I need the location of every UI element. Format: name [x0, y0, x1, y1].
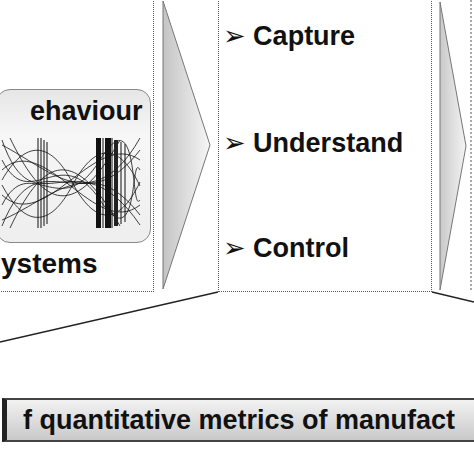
dense-band [47, 142, 48, 224]
dense-band [105, 138, 111, 228]
bullet-item: ➢ Control [223, 233, 349, 264]
bullet-item: ➢ Capture [223, 21, 355, 52]
dense-band [96, 138, 101, 228]
trajectory-curve [2, 160, 140, 218]
band-label: f quantitative metrics of manufact [23, 405, 455, 436]
zoom-line [0, 292, 218, 342]
trajectory-curve [10, 170, 120, 228]
dense-band [112, 138, 113, 228]
box-heading: ehaviour [30, 96, 143, 127]
chevron-arrow [163, 1, 210, 289]
dense-band [114, 140, 118, 226]
behaviour-box: ehaviour [0, 89, 151, 243]
dense-band [125, 144, 126, 222]
trajectory-curve [2, 140, 140, 225]
trajectory-curve [2, 161, 140, 212]
trajectory-curve [2, 153, 140, 217]
trajectory-curve [2, 150, 140, 215]
chevron-arrow [440, 2, 466, 290]
process-box: ➢ Capture ➢ Understand ➢ Control [218, 0, 432, 292]
box-label: ystems [1, 248, 98, 280]
zoom-line [432, 292, 474, 302]
dense-band [103, 138, 104, 228]
dense-band [38, 138, 39, 228]
trajectory-curve [2, 141, 140, 205]
bullet-item: ➢ Understand [223, 128, 403, 159]
trajectory-curve [2, 154, 140, 204]
box-border [471, 0, 472, 292]
dense-band [41, 138, 42, 228]
metrics-band: f quantitative metrics of manufact [2, 398, 474, 442]
dense-band [44, 140, 45, 226]
trajectory-curve [2, 145, 140, 184]
trajectory-curve [10, 138, 120, 196]
trajectory-curve [2, 183, 140, 220]
system-box: ehaviour ystems [0, 0, 154, 292]
trajectory-curve [2, 138, 140, 226]
dense-band [121, 142, 122, 224]
